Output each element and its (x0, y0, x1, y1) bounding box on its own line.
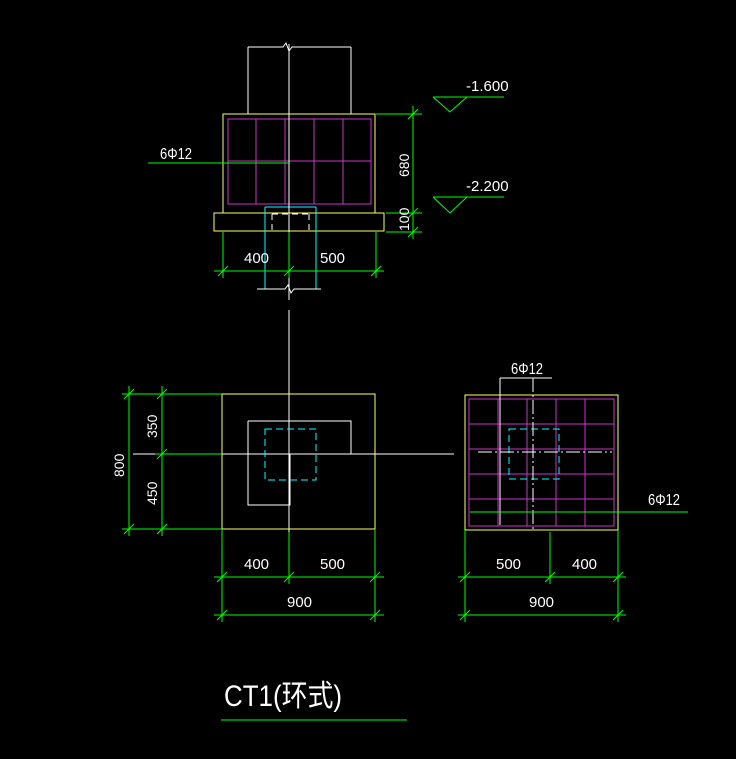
elevation-marker-bottom (432, 196, 504, 214)
rebar-plan-left-label: 500 (496, 556, 521, 573)
column-above (247, 41, 352, 114)
rebar-grid (468, 398, 615, 527)
drawing-title-block: CT1(环式) (221, 680, 407, 721)
rebar-plan-right-label: 400 (572, 556, 597, 573)
rebar-top-leader (499, 377, 552, 525)
plan-horizontal-dims (214, 529, 384, 622)
plan-view: 350 450 800 400 500 900 (111, 310, 454, 622)
rebar-plan-horizontal-dims (458, 530, 626, 622)
elevation-marker-top (432, 96, 504, 113)
plan-right-label: 500 (320, 556, 345, 573)
section-cushion-label: 100 (396, 207, 412, 231)
section-rebar-label: 6Φ12 (160, 146, 192, 163)
top-elevation-label: -1.600 (466, 78, 509, 95)
plan-top-label: 350 (144, 414, 160, 438)
plan-vertical-dims (122, 386, 222, 536)
rebar-plan-total-width-label: 900 (529, 594, 554, 611)
drawing-title: CT1(环式) (224, 680, 342, 713)
bottom-elevation-label: -2.200 (466, 178, 509, 195)
cushion-layer (213, 212, 385, 232)
pile-rebar-plan (508, 428, 560, 480)
rebar-plan-view: 6Φ12 6Φ12 500 400 900 (458, 361, 688, 622)
rebar-top-label: 6Φ12 (511, 361, 543, 378)
section-height-label: 680 (396, 153, 412, 177)
plan-left-label: 400 (244, 556, 269, 573)
section-view: 6Φ12 680 100 -1.600 -2.200 (148, 41, 509, 300)
pile-cap-plan (221, 393, 376, 530)
pile-plan (264, 428, 317, 481)
column-l-shape (247, 420, 352, 506)
section-right-label: 500 (320, 250, 345, 267)
plan-bottom-label: 450 (144, 481, 160, 505)
section-left-label: 400 (244, 250, 269, 267)
pile-cap-rebar-plan (464, 394, 619, 531)
section-vertical-dims (376, 106, 422, 239)
rebar-side-label: 6Φ12 (648, 492, 680, 509)
rebar-cage-section (227, 118, 372, 205)
section-horizontal-dims (214, 232, 384, 278)
plan-total-width-label: 900 (287, 594, 312, 611)
pile-section (264, 206, 317, 289)
plan-total-height-label: 800 (111, 453, 127, 477)
